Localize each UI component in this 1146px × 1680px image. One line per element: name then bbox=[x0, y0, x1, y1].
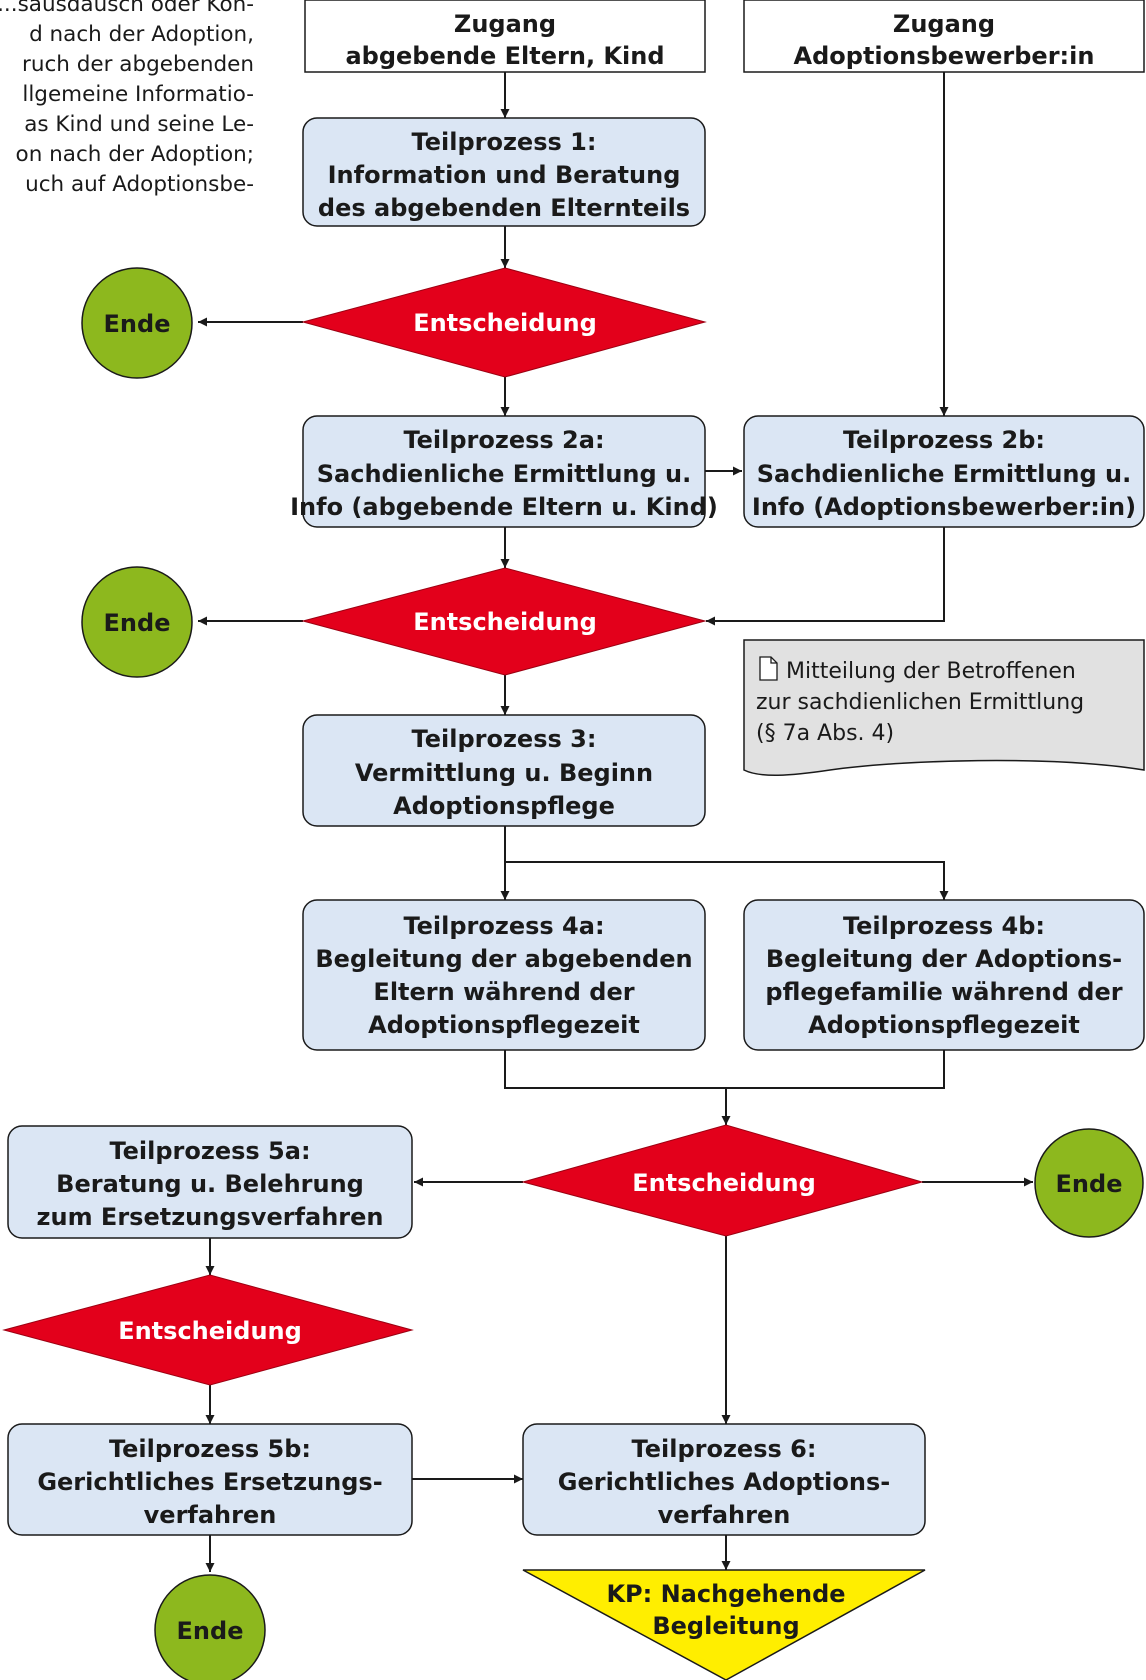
document-note: Mitteilung der Betroffenen zur sachdienl… bbox=[743, 639, 1145, 776]
process-line: Information und Beratung bbox=[328, 161, 681, 189]
process-box-tp1: Teilprozess 1: Information und Beratung … bbox=[302, 117, 706, 227]
document-note-line: (§ 7a Abs. 4) bbox=[756, 721, 894, 746]
process-line: Begleitung der abgebenden bbox=[315, 945, 692, 973]
process-box-tp4b: Teilprozess 4b: Begleitung der Adoptions… bbox=[743, 899, 1145, 1051]
end-label: Ende bbox=[177, 1617, 244, 1645]
decision-diamond: Entscheidung bbox=[301, 267, 707, 378]
intro-line: ...sausdausch oder Kon- bbox=[0, 0, 254, 17]
access-applicant-line: Adoptionsbewerber:in bbox=[794, 42, 1095, 70]
decision-label: Entscheidung bbox=[118, 1317, 302, 1345]
access-parents-line: abgebende Eltern, Kind bbox=[345, 42, 664, 70]
process-line: Gerichtliches Adoptions- bbox=[558, 1468, 890, 1496]
end-label: Ende bbox=[104, 609, 171, 637]
process-title: Teilprozess 4a: bbox=[403, 912, 604, 940]
access-applicant-line: Zugang bbox=[893, 10, 995, 38]
process-line: Vermittlung u. Beginn bbox=[355, 759, 653, 787]
process-line: des abgebenden Elternteils bbox=[318, 194, 690, 222]
process-box-tp2a: Teilprozess 2a: Sachdienliche Ermittlung… bbox=[290, 415, 718, 528]
intro-line: as Kind und seine Le- bbox=[24, 112, 254, 137]
process-line: Adoptionspflege bbox=[393, 792, 615, 820]
process-title: Teilprozess 5a: bbox=[109, 1137, 310, 1165]
process-box-tp4a: Teilprozess 4a: Begleitung der abgebende… bbox=[302, 899, 706, 1051]
process-line: Gerichtliches Ersetzungs- bbox=[37, 1468, 382, 1496]
process-title: Teilprozess 5b: bbox=[109, 1435, 311, 1463]
document-note-line: Mitteilung der Betroffenen bbox=[786, 659, 1076, 684]
end-label: Ende bbox=[1056, 1170, 1123, 1198]
process-line: Begleitung der Adoptions- bbox=[766, 945, 1122, 973]
arrow-tp3-to-tp4b bbox=[505, 861, 949, 900]
process-title: Teilprozess 1: bbox=[412, 128, 597, 156]
process-line: zum Ersetzungsverfahren bbox=[37, 1203, 384, 1231]
kp-label-line: Begleitung bbox=[652, 1612, 799, 1640]
decision-diamond: Entscheidung bbox=[301, 567, 707, 676]
decision-diamond: Entscheidung bbox=[2, 1274, 414, 1386]
decision-label: Entscheidung bbox=[413, 309, 597, 337]
process-title: Teilprozess 3: bbox=[412, 725, 597, 753]
process-box-tp6: Teilprozess 6: Gerichtliches Adoptions- … bbox=[522, 1423, 926, 1536]
intro-line: uch auf Adoptionsbe- bbox=[25, 172, 254, 197]
access-applicant-box: Zugang Adoptionsbewerber:in bbox=[743, 0, 1145, 73]
end-label: Ende bbox=[104, 310, 171, 338]
process-line: Info (Adoptionsbewerber:in) bbox=[752, 493, 1136, 521]
access-parents-line: Zugang bbox=[454, 10, 556, 38]
kp-follow-up-triangle: KP: Nachgehende Begleitung bbox=[522, 1569, 926, 1680]
access-parents-box: Zugang abgebende Eltern, Kind bbox=[304, 0, 706, 73]
document-icon bbox=[759, 656, 778, 681]
process-line: Sachdienliche Ermittlung u. bbox=[757, 460, 1132, 488]
process-line: verfahren bbox=[658, 1501, 791, 1529]
end-circle: Ende bbox=[81, 566, 193, 678]
intro-line: llgemeine Informatio- bbox=[22, 82, 254, 107]
end-circle: Ende bbox=[154, 1574, 266, 1680]
process-title: Teilprozess 6: bbox=[632, 1435, 817, 1463]
process-box-tp3: Teilprozess 3: Vermittlung u. Beginn Ado… bbox=[302, 714, 706, 827]
intro-line: d nach der Adoption, bbox=[29, 22, 254, 47]
process-line: Adoptionspflegezeit bbox=[808, 1011, 1080, 1039]
process-title: Teilprozess 4b: bbox=[843, 912, 1045, 940]
process-line: verfahren bbox=[144, 1501, 277, 1529]
process-line: pflegefamilie während der bbox=[765, 978, 1122, 1006]
document-note-line: zur sachdienlichen Ermittlung bbox=[756, 690, 1084, 715]
merge-tp4 bbox=[504, 1050, 945, 1089]
process-line: Eltern während der bbox=[373, 978, 634, 1006]
process-box-tp5a: Teilprozess 5a: Beratung u. Belehrung zu… bbox=[7, 1125, 413, 1239]
process-line: Info (abgebende Eltern u. Kind) bbox=[290, 493, 718, 521]
process-title: Teilprozess 2a: bbox=[403, 426, 604, 454]
intro-line: on nach der Adoption; bbox=[15, 142, 254, 167]
end-circle: Ende bbox=[81, 267, 193, 379]
decision-label: Entscheidung bbox=[413, 608, 597, 636]
process-title: Teilprozess 2b: bbox=[843, 426, 1045, 454]
intro-text-fragment: ...sausdausch oder Kon- d nach der Adopt… bbox=[0, 0, 262, 250]
process-line: Beratung u. Belehrung bbox=[56, 1170, 364, 1198]
process-box-tp5b: Teilprozess 5b: Gerichtliches Ersetzungs… bbox=[7, 1423, 413, 1536]
arrow-tp2b-to-decision2 bbox=[706, 527, 945, 626]
decision-label: Entscheidung bbox=[632, 1169, 816, 1197]
decision-diamond: Entscheidung bbox=[521, 1124, 924, 1237]
process-box-tp2b: Teilprozess 2b: Sachdienliche Ermittlung… bbox=[743, 415, 1145, 528]
process-line: Adoptionspflegezeit bbox=[368, 1011, 640, 1039]
kp-label-line: KP: Nachgehende bbox=[606, 1580, 845, 1608]
end-circle: Ende bbox=[1034, 1128, 1144, 1238]
connectors bbox=[198, 72, 1033, 1572]
process-line: Sachdienliche Ermittlung u. bbox=[317, 460, 692, 488]
intro-line: ruch der abgebenden bbox=[22, 52, 254, 77]
